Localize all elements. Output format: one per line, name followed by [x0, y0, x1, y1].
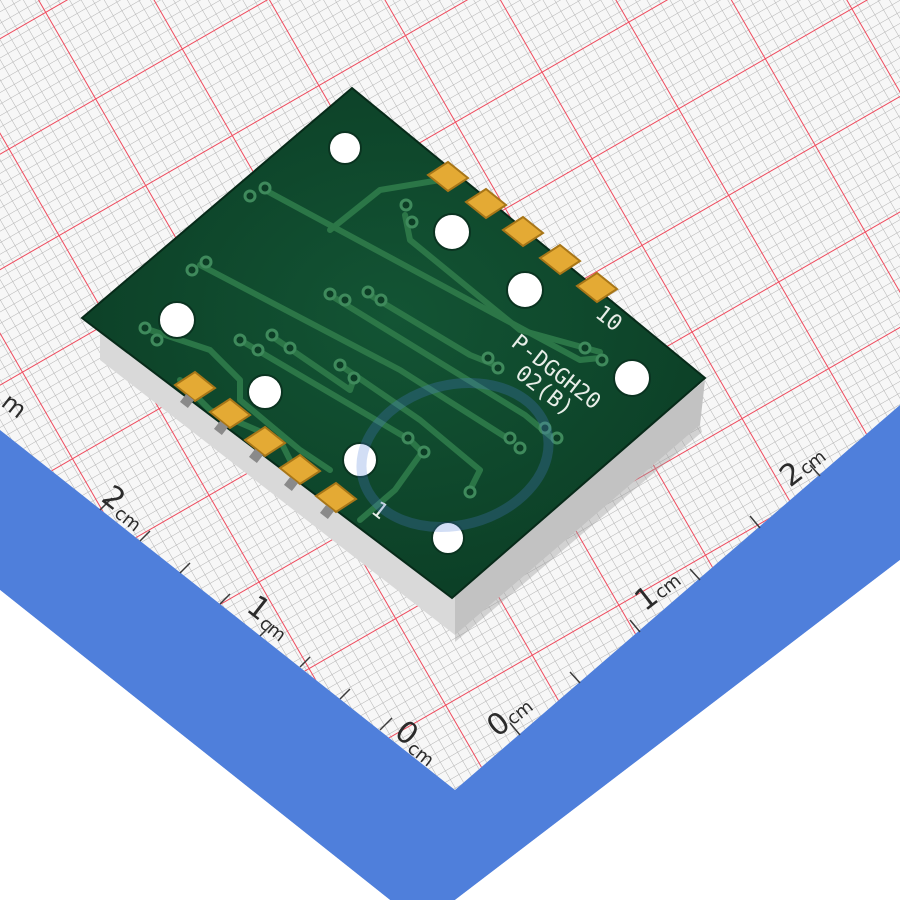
body-side-pad-notches: [179, 393, 335, 520]
ruler-ticks-right: [509, 464, 821, 736]
pcb-pads-top: [426, 160, 619, 304]
pcb-vias: [138, 181, 609, 499]
watermark-logo: [356, 378, 554, 532]
ruler-band-right: [455, 405, 900, 900]
ruler-white-strip-right: [455, 560, 900, 900]
ruler-band-left: [0, 430, 455, 900]
pcb-pads-bottom: [173, 370, 358, 514]
component-side-right: [455, 380, 705, 635]
ruler-white-strip: [0, 590, 390, 900]
pcb-holes: [158, 131, 651, 555]
ruler-ticks-left: [99, 497, 393, 731]
component-side-shadow: [455, 425, 702, 642]
